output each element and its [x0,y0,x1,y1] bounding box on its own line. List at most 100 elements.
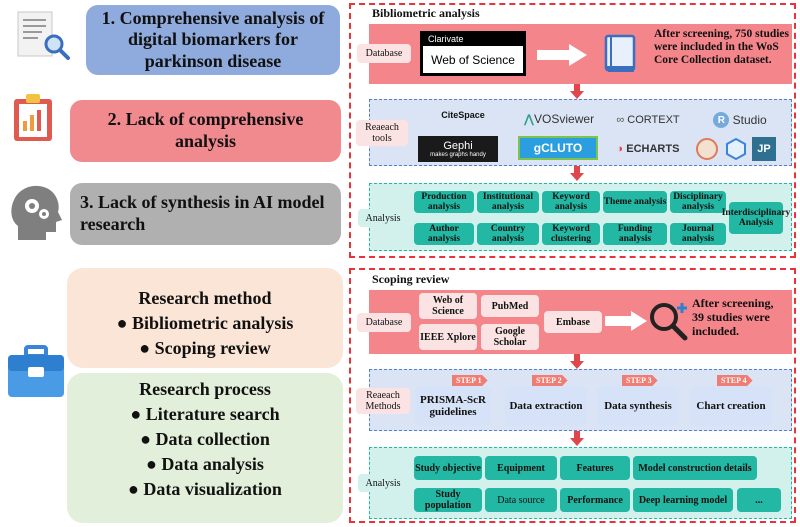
gcluto-logo-text: gCLUTO [533,141,583,155]
vosviewer-logo-text: VOSviewer [534,112,595,126]
scoping-analysis-label: Analysis [358,474,408,492]
analysis-author: Author analysis [414,223,474,245]
scoping-screen-text: After screening, 39 studies were include… [692,296,774,338]
research-process-item-1-text: Literature search [145,404,280,424]
arrow-down-4 [570,431,584,446]
scoping-data-source: Data source [485,488,557,512]
bibliometric-panel [349,3,796,258]
jp-logo-text: JP [757,143,771,155]
research-method-item-1: ● Bibliometric analysis [116,313,294,333]
analysis-disciplinary: Disciplinary analysis [670,191,726,213]
biblio-screen-text: After screening, 750 studies were includ… [654,28,790,67]
biblio-tools-label: Reaeach tools [356,120,408,146]
arrow-down-2 [570,166,584,181]
db-web-of-science: Web of Science [419,293,477,319]
research-process-item-4: ● Data visualization [128,479,282,499]
scoping-model-construction: Model construction details [633,456,757,480]
biblio-arrow-right [537,44,587,66]
r-mark-icon: R [713,112,730,128]
db-embase: Embase [544,311,602,333]
gephi-logo: Gephi makes graphs handy [418,136,498,162]
research-process-item-2: ● Data collection [140,429,270,449]
db-pubmed: PubMed [481,295,539,317]
search-plus-icon [647,300,689,342]
scoping-more: ... [737,488,781,512]
wos-logo-box: Web of Science [423,46,523,73]
echarts-mark-icon: ◑ [616,143,624,155]
research-process-title: Research process [139,379,271,399]
research-process-item-3: ● Data analysis [146,454,264,474]
tool-logo-small-1-icon [696,138,718,160]
aim-lack-analysis: 2. Lack of comprehensive analysis [70,100,341,162]
research-process-item-4-text: Data visualization [143,479,282,499]
arrow-down-3 [570,354,584,369]
research-method-item-2: ● Scoping review [139,338,271,358]
wos-logo: Clarivate Web of Science [420,31,526,76]
cortext-logo: ∞ CORTEXT [608,111,688,129]
gcluto-logo: gCLUTO [518,136,598,160]
scoping-performance: Performance [560,488,630,512]
briefcase-icon [6,345,66,401]
aim-lack-ai-synthesis-text: 3. Lack of synthesis in AI model researc… [80,192,325,234]
clarivate-text: Clarivate [428,34,464,44]
scoping-database-label: Database [357,313,411,332]
method-prisma: PRISMA-ScR guidelines [415,386,491,426]
db-ieee-xplore: IEEE Xplore [419,324,477,350]
gephi-logo-text: Gephi [443,139,473,152]
method-data-synthesis: Data synthesis [597,386,679,426]
step-2-badge: STEP 2 [532,375,568,386]
aim-lack-analysis-text: 2. Lack of comprehensive analysis [107,109,304,151]
biblio-analysis-label: Analysis [358,209,408,227]
rstudio-logo-text: Studio [732,113,767,127]
research-process-box: Research process ● Literature search ● D… [67,373,343,523]
step-1-badge: STEP 1 [452,375,488,386]
scoping-methods-label: Reaeach Methods [356,388,410,414]
research-method-item-1-text: Bibliometric analysis [131,313,294,333]
scoping-study-objective: Study objective [414,456,482,480]
analysis-production: Production analysis [414,191,474,213]
analysis-keyword-clustering: Keyword clustering [542,223,600,245]
scoping-equipment: Equipment [485,456,557,480]
citespace-logo-text: CiteSpace [441,110,485,120]
gephi-logo-subtitle: makes graphs handy [430,151,486,158]
tool-logo-small-2-icon [725,137,747,161]
step-3-badge: STEP 3 [622,375,658,386]
wos-logo-text: Web of Science [431,52,515,67]
analysis-journal: Journal analysis [670,223,726,245]
analysis-institutional: Institutional analysis [477,191,539,213]
biblio-database-label: Database [357,44,411,63]
echarts-logo-text: ECHARTS [626,143,680,155]
analysis-country: Country analysis [477,223,539,245]
jp-logo: JP [752,137,776,161]
method-data-extraction: Data extraction [505,386,587,426]
analysis-funding: Funding analysis [603,223,667,245]
clipboard-chart-icon [12,93,54,143]
vosviewer-logo: ⋀VOSviewer [520,110,598,128]
cortext-mark-icon: ∞ [616,114,625,126]
arrow-down-1 [570,84,584,99]
document-search-icon [14,10,72,60]
scoping-deep-learning-model: Deep learning model [633,488,733,512]
step-4-badge: STEP 4 [717,375,753,386]
research-method-title: Research method [138,288,272,308]
analysis-keyword: Keyword analysis [542,191,600,213]
research-method-item-2-text: Scoping review [154,338,271,358]
cortext-logo-text: CORTEXT [627,114,680,126]
research-process-item-3-text: Data analysis [161,454,264,474]
book-icon [602,34,638,74]
scoping-study-population: Study population [414,488,482,512]
citespace-logo: CiteSpace [433,104,493,126]
aim-lack-ai-synthesis: 3. Lack of synthesis in AI model researc… [70,183,341,245]
research-process-item-1: ● Literature search [130,404,280,424]
analysis-interdisciplinary: Interdisciplinary Analysis [722,202,790,234]
scoping-panel [349,268,796,523]
scoping-arrow-right [605,311,647,331]
db-google-scholar: Google Scholar [481,324,539,350]
bibliometric-title: Bibliometric analysis [372,6,480,20]
aim-comprehensive-analysis: 1. Comprehensive analysis of digital bio… [86,5,340,75]
method-chart-creation: Chart creation [690,386,772,426]
research-method-box: Research method ● Bibliometric analysis … [67,268,343,368]
analysis-theme: Theme analysis [603,191,667,213]
scoping-features: Features [560,456,630,480]
scoping-title: Scoping review [372,272,450,286]
